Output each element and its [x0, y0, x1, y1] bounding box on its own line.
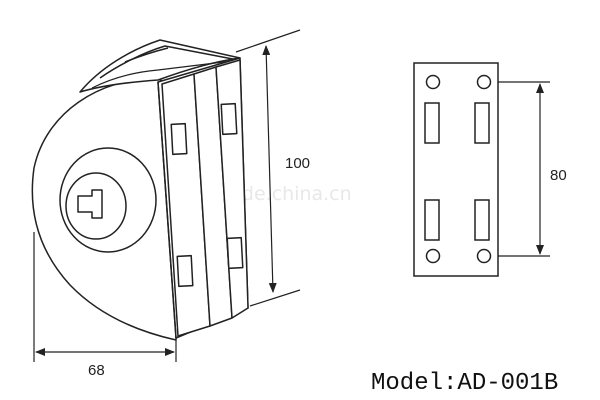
plate-slot	[474, 199, 490, 241]
watermark: trade.china.cn	[215, 183, 352, 205]
dimension-width-label: 68	[88, 362, 105, 379]
lock-keyway	[77, 189, 103, 219]
plate-slot	[424, 199, 440, 241]
dimension-height	[235, 29, 301, 307]
mounting-hole	[476, 248, 492, 264]
dimension-height-label: 100	[285, 155, 310, 172]
model-label: Model:AD-001B	[371, 370, 558, 397]
dimension-width	[33, 232, 177, 362]
watermark-text: trade.china.cn	[215, 183, 352, 205]
plate-outline	[413, 62, 499, 277]
plate-front-view	[413, 62, 499, 277]
dimension-hole-spacing	[498, 81, 550, 257]
mounting-hole	[476, 74, 492, 90]
mounting-hole	[425, 248, 441, 264]
plate-slot	[220, 102, 238, 136]
dimension-hole-spacing-label: 80	[550, 167, 567, 184]
plate-slot	[176, 254, 194, 288]
plate-slot	[170, 122, 188, 156]
clamp-isometric-view	[31, 39, 249, 341]
plate-slot	[474, 102, 490, 144]
plate-slot	[226, 236, 244, 270]
plate-slot	[424, 102, 440, 144]
mounting-hole	[425, 74, 441, 90]
